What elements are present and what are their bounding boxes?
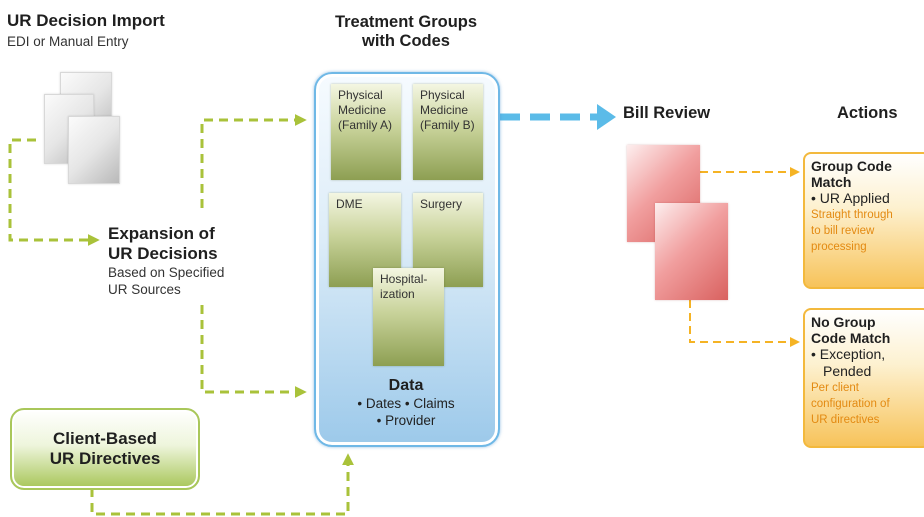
no-match-arrow (689, 300, 800, 347)
expansion-to-groups-arrow (200, 114, 307, 208)
match-bullet: • UR Applied (811, 190, 890, 206)
import-to-expansion-arrow (8, 138, 100, 246)
group-hospitalization: Hospital- ization (373, 268, 444, 366)
group-code-match-box: Group Code Match • UR Applied Straight t… (803, 152, 924, 289)
expansion-subtitle: Based on Specified UR Sources (108, 265, 225, 297)
client-to-panel-arrow (90, 453, 354, 516)
nomatch-title-1: No Group (811, 314, 876, 330)
match-note-2: to bill review (811, 225, 875, 237)
nomatch-bullet-1: • Exception, (811, 346, 886, 362)
group-physical-medicine-a: Physical Medicine (Family A) (331, 84, 401, 180)
data-line-1: • Dates • Claims (357, 396, 455, 411)
match-title-1: Group Code (811, 158, 892, 174)
data-line-2: • Provider (376, 413, 436, 428)
data-section: Data • Dates • Claims • Provider (316, 376, 496, 429)
match-note-1: Straight through (811, 209, 893, 221)
match-note-3: processing (811, 241, 867, 253)
import-title: UR Decision Import (7, 11, 165, 30)
client-line-1: Client-Based (53, 429, 157, 448)
no-group-code-match-box: No Group Code Match • Exception, Pended … (803, 308, 924, 448)
group-physical-medicine-b: Physical Medicine (Family B) (413, 84, 483, 180)
client-directives-box: Client-Based UR Directives (10, 408, 200, 490)
actions-title: Actions (837, 104, 898, 122)
nomatch-note-3: UR directives (811, 414, 880, 426)
treatment-groups-title: Treatment Groups with Codes (334, 13, 478, 50)
nomatch-title-2: Code Match (811, 330, 891, 346)
nomatch-bullet-2: Pended (823, 363, 872, 379)
expansion-to-data-arrow (200, 305, 307, 398)
nomatch-note-2: configuration of (811, 398, 890, 410)
match-title-2: Match (811, 174, 852, 190)
bill-review-title: Bill Review (623, 104, 711, 122)
data-title: Data (388, 377, 424, 394)
groups-to-bill-review-arrow (500, 104, 616, 130)
import-subtitle: EDI or Manual Entry (7, 34, 129, 49)
client-line-2: UR Directives (49, 449, 161, 468)
expansion-title: Expansion of UR Decisions (108, 224, 218, 263)
nomatch-note-1: Per client (811, 382, 859, 394)
